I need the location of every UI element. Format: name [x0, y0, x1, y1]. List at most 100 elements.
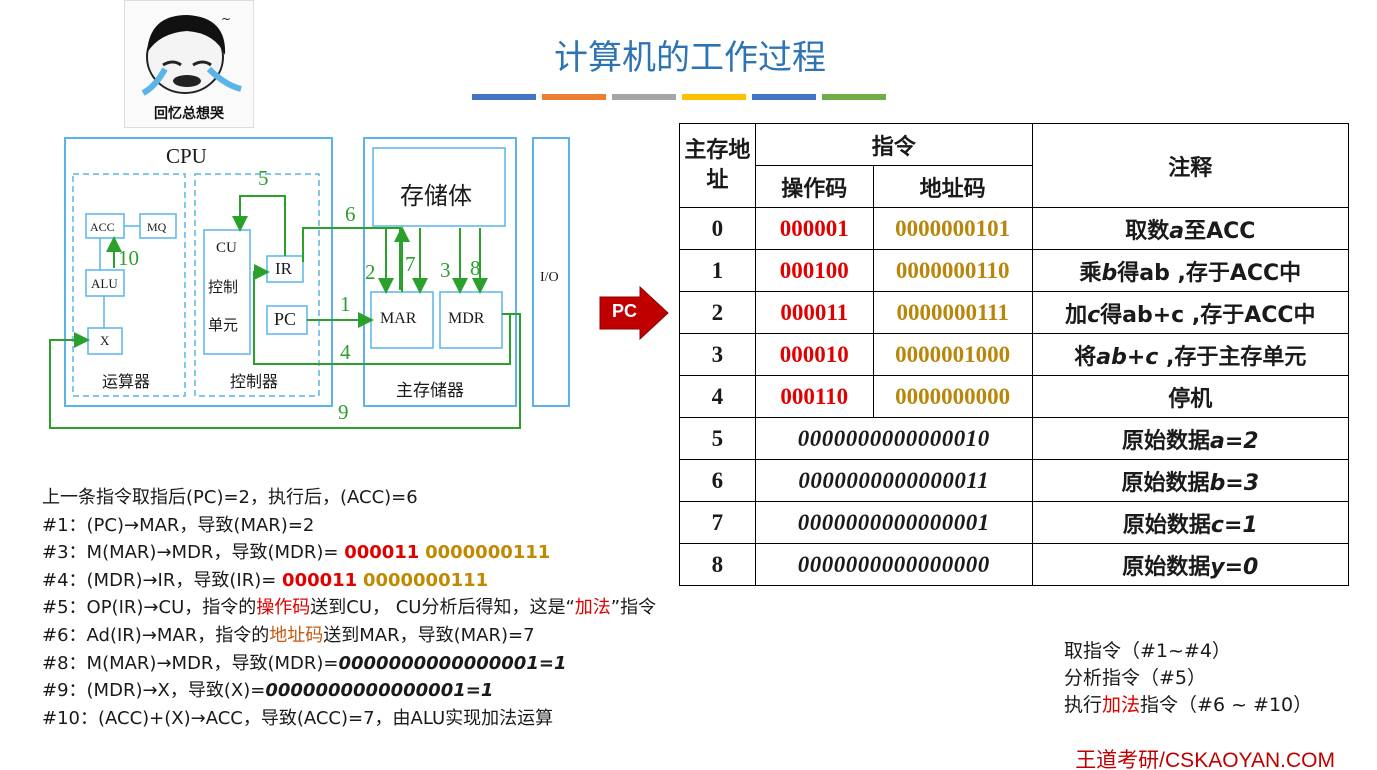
row-address: 3	[679, 333, 756, 376]
header-address: 主存地址	[679, 123, 756, 208]
page-title: 计算机的工作过程	[554, 38, 826, 78]
step-text: #9：(MDR)→X，导致(X)=	[42, 680, 266, 702]
row-note: 乘b得ab ,存于ACC中	[1031, 249, 1350, 292]
accent-bars	[472, 94, 886, 100]
step-highlight: 地址码	[269, 624, 324, 646]
mdr-register: MDR	[448, 310, 485, 327]
step-line: #9：(MDR)→X，导致(X)=0000000000000001=1	[42, 677, 656, 705]
row-data-value: 0000000000000001	[754, 501, 1033, 544]
note-text: 将	[1074, 344, 1097, 370]
alu-group-label: 运算器	[102, 372, 151, 391]
step-number: 1	[340, 292, 351, 316]
row-address: 0	[679, 207, 756, 250]
phase-legend: 取指令（#1~#4） 分析指令（#5） 执行加法指令（#6 ~ #10）	[1064, 638, 1312, 719]
row-address: 7	[679, 501, 756, 544]
step-number: 2	[365, 260, 376, 284]
mar-register: MAR	[380, 310, 417, 327]
table-row: 5 0000000000000010 原始数据a=2	[679, 417, 1350, 460]
step-number: 8	[470, 256, 481, 280]
note-text: 原始数据	[1122, 428, 1211, 454]
steps-intro: 上一条指令取指后(PC)=2，执行后，(ACC)=6	[42, 487, 418, 508]
note-variable: c	[1087, 302, 1101, 328]
step-text: #3：M(MAR)→MDR，导致(MDR)=	[42, 542, 345, 564]
row-note: 原始数据y=0	[1031, 543, 1350, 586]
step-line: #10：(ACC)+(X)→ACC，导致(ACC)=7，由ALU实现加法运算	[42, 707, 554, 729]
accent-bar	[682, 94, 746, 100]
cu-sub-label-1: 控制	[208, 278, 239, 296]
step-text: 送到CU， CU分析后得知，这是“	[310, 597, 575, 619]
header-address-code: 地址码	[872, 165, 1033, 208]
step-text: ”指令	[610, 597, 657, 619]
meme-caption: 回忆总想哭	[154, 106, 224, 122]
accent-bar	[542, 94, 606, 100]
table-row: 0 000001 0000000101 取数a至ACC	[679, 207, 1350, 250]
row-opcode: 000001	[754, 207, 874, 250]
row-opcode: 000100	[754, 249, 874, 292]
note-variable: a=2	[1210, 428, 1259, 454]
note-text: 加	[1065, 302, 1088, 328]
note-variable: y=0	[1210, 554, 1259, 580]
ir-register: IR	[275, 259, 292, 278]
row-address: 4	[679, 375, 756, 418]
step-text: 送到MAR，导致(MAR)=7	[323, 624, 535, 646]
step-text: #8：M(MAR)→MDR，导致(MDR)=	[42, 652, 339, 674]
accent-bar	[752, 94, 816, 100]
table-row: 6 0000000000000011 原始数据b=3	[679, 459, 1350, 502]
step-number: 9	[338, 400, 349, 424]
row-address: 5	[679, 417, 756, 460]
control-group-label: 控制器	[230, 372, 279, 391]
step-number: 7	[405, 252, 416, 276]
table-row: 8 0000000000000000 原始数据y=0	[679, 543, 1350, 586]
step-value: 0000000000000001=1	[265, 680, 494, 702]
legend-execute: 执行加法指令（#6 ~ #10）	[1064, 692, 1312, 719]
step-number: 6	[345, 202, 356, 226]
note-text: 原始数据	[1121, 470, 1210, 496]
cpu-label: CPU	[166, 144, 207, 168]
row-note: 加c得ab+c ,存于ACC中	[1031, 291, 1350, 334]
step-opcode: 000011	[282, 569, 358, 591]
row-address: 8	[679, 543, 756, 586]
note-text: 至ACC	[1184, 218, 1256, 244]
row-note: 原始数据b=3	[1031, 459, 1350, 502]
step-line: #6：Ad(IR)→MAR，指令的地址码送到MAR，导致(MAR)=7	[42, 622, 656, 650]
architecture-diagram: CPU ACC MQ ALU X 运算器 CU 控制 单元 IR PC 控制器 …	[40, 128, 580, 438]
step-highlight: 加法	[574, 597, 611, 619]
row-address: 2	[679, 291, 756, 334]
step-line: #8：M(MAR)→MDR，导致(MDR)=0000000000000001=1	[42, 650, 656, 678]
footer-brand: 王道考研/CSKAOYAN.COM	[1075, 749, 1335, 770]
legend-highlight: 加法	[1102, 694, 1141, 716]
step-address-code: 0000000111	[362, 569, 489, 591]
accent-bar	[822, 94, 886, 100]
note-text: 乘	[1079, 260, 1102, 286]
row-note: 将ab+c ,存于主存单元	[1031, 333, 1350, 376]
legend-fetch: 取指令（#1~#4）	[1064, 640, 1231, 662]
step-text: #5：OP(IR)→CU，指令的	[42, 597, 257, 619]
row-opcode: 000011	[754, 291, 874, 334]
svg-text:~: ~	[221, 12, 231, 26]
row-address-code: 0000000111	[872, 291, 1033, 334]
crying-face-icon: ~	[141, 12, 242, 96]
row-address-code: 0000000101	[872, 207, 1033, 250]
step-number: 3	[440, 258, 451, 282]
execution-steps: 上一条指令取指后(PC)=2，执行后，(ACC)=6 #1：(PC)→MAR，导…	[42, 484, 656, 732]
step-opcode: 000011	[344, 542, 420, 564]
cu-sub-label-2: 单元	[208, 316, 239, 334]
note-variable: ab+c	[1096, 344, 1159, 370]
note-text: 停机	[1168, 386, 1213, 412]
note-text: 得ab+c ,存于ACC中	[1100, 302, 1316, 328]
step-line: #3：M(MAR)→MDR，导致(MDR)= 000011 0000000111	[42, 539, 656, 567]
io-label: I/O	[540, 270, 559, 285]
note-variable: b	[1101, 260, 1118, 286]
meme-image: ~ 回忆总想哭	[124, 0, 254, 128]
main-memory-label: 主存储器	[396, 381, 464, 401]
diagram-lines	[49, 137, 570, 429]
memory-table: 主存地址 指令 注释 操作码 地址码 0 000001 0000000101 取…	[679, 123, 1350, 586]
row-data-value: 0000000000000010	[754, 417, 1033, 460]
legend-text: 执行	[1064, 694, 1103, 716]
header-instruction: 指令	[754, 123, 1033, 166]
accent-bar	[472, 94, 536, 100]
header-note: 注释	[1031, 123, 1350, 208]
table-row: 7 0000000000000001 原始数据c=1	[679, 501, 1350, 544]
header-opcode: 操作码	[754, 165, 874, 208]
accent-bar	[612, 94, 676, 100]
